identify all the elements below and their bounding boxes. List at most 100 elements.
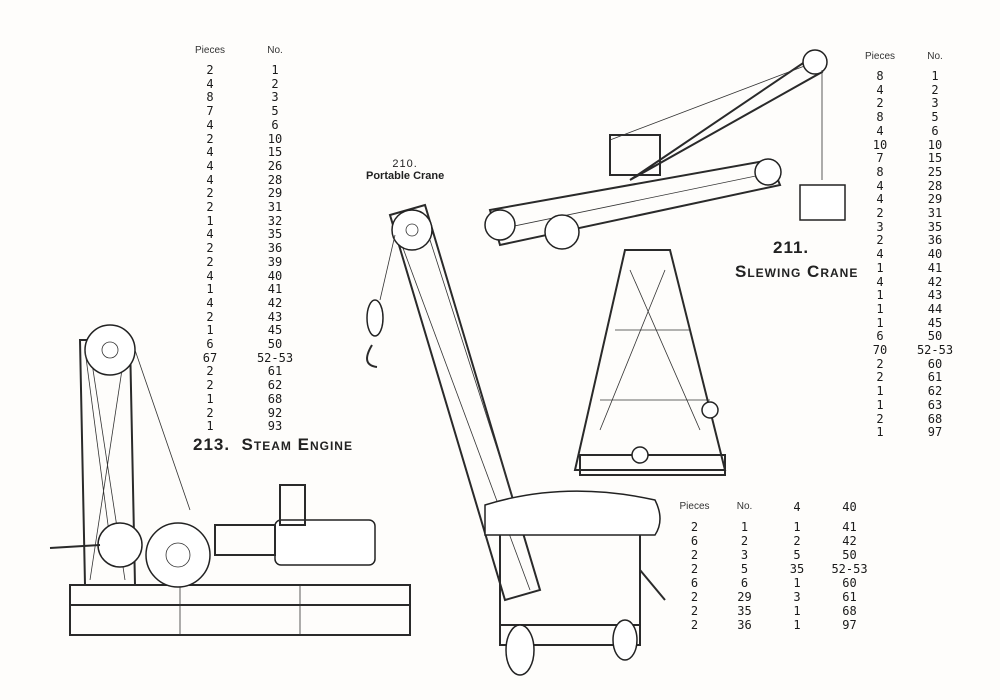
table-row: 2 92 [190,405,320,421]
table-cell: 2 [206,241,214,256]
table-cell: 5 [793,548,801,562]
table-cell: 10 [267,131,283,146]
table-cell: 1 [206,391,214,406]
table-cell: 50 [927,329,943,344]
table-cell: 3 [876,219,884,234]
table-cell: 2 [876,233,884,248]
table-cell: 6 [931,123,939,138]
table-cell: 35 [789,562,805,576]
table-cell: 31 [927,206,943,221]
table-row: 1 44 [860,301,970,317]
table-cell: 29 [737,590,752,604]
slewing-crane-illustration [484,49,846,476]
table-cell: 4 [876,192,884,207]
table-cell: 52-53 [831,562,868,576]
table-cell: 36 [737,618,752,632]
table-cell: 4 [206,268,214,283]
model-name: Slewing Crane [735,262,859,281]
table-cell: 50 [842,548,857,562]
table-cell: 4 [206,76,214,91]
table-cell: 28 [927,178,943,193]
steam-engine-illustration [49,324,411,636]
table-cell: 50 [267,337,283,352]
table-cell: 2 [740,534,749,548]
table-cell: 2 [690,562,699,576]
table-cell: 36 [267,241,283,256]
table-cell: 2 [876,411,884,426]
column-header: No. [736,501,753,512]
table-cell: 4 [876,178,884,193]
table-cell: 4 [876,123,884,138]
table-cell: 6 [690,576,699,590]
table-cell: 42 [842,534,857,548]
column-header: Pieces [864,51,895,62]
table-cell: 7 [876,151,884,166]
table-cell: 1 [793,576,801,590]
table-cell: 1 [876,288,884,303]
table-cell: 92 [267,405,283,420]
table-cell: 97 [842,618,857,632]
model-name: Portable Crane [366,170,445,182]
table-row: 1 97 [860,426,970,440]
table-row: 2 31 [860,206,970,221]
table-cell: 8 [876,164,884,179]
table-cell: 2 [876,370,884,385]
table-cell: 35 [927,219,943,234]
table-cell: 4 [876,82,884,97]
table-cell: 52-53 [256,350,294,365]
table-cell: 1 [876,425,884,440]
table-cell: 4 [876,274,884,289]
table-cell: 6 [206,337,214,352]
table-cell: 1 [876,301,884,316]
table-cell: 4 [206,172,214,187]
table-cell: 2 [690,520,699,534]
table-cell: 8 [876,110,884,125]
model-number: 210. [392,158,418,170]
table-cell: 2 [876,206,884,221]
table-cell: 4 [793,500,801,514]
table-cell: 41 [927,260,943,275]
table-cell: 2 [690,618,699,632]
table-cell: 2 [206,405,214,420]
table-row: 67 52-53 [190,350,320,366]
table-cell: 26 [267,158,283,173]
table-cell: 2 [206,254,214,269]
table-cell: 2 [793,534,801,548]
table-cell: 62 [927,384,943,399]
table-row: 2 36 [190,241,320,256]
table-cell: 97 [927,425,943,440]
table-cell: 15 [927,151,943,166]
table-cell: 44 [927,301,943,316]
table-cell: 67 [202,350,218,365]
table-cell: 5 [740,562,749,576]
table-cell: 7 [206,104,214,119]
table-row: 6 50 [190,337,320,352]
table-cell: 35 [737,604,752,618]
